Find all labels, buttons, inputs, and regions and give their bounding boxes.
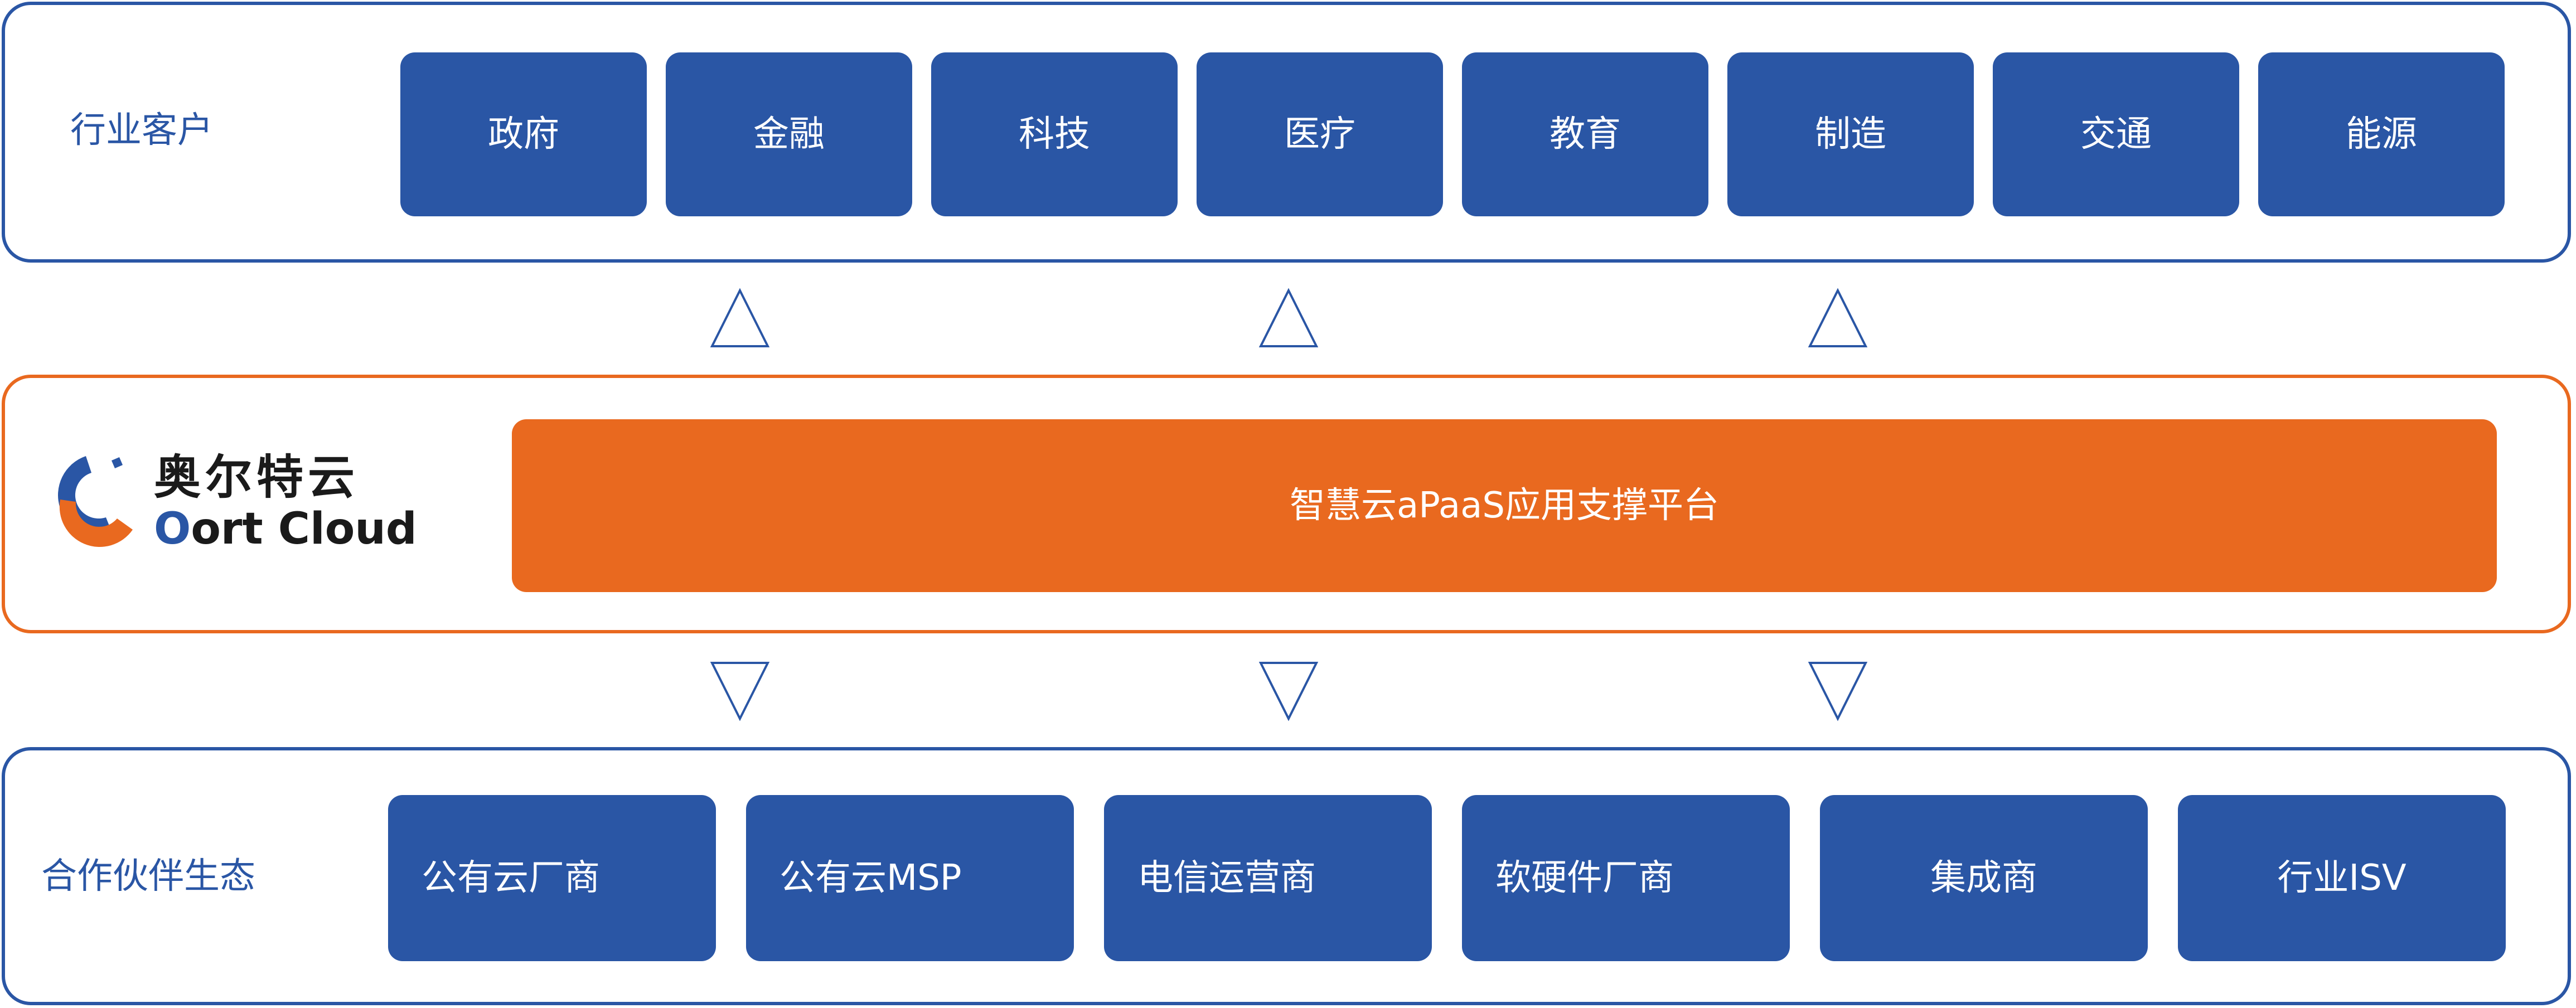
industry-tile-energy: 能源 [2258,52,2505,216]
industry-tile-government: 政府 [400,52,647,216]
industry-tile-transportation: 交通 [1993,52,2239,216]
brand-letter-o: O [154,504,191,554]
up-arrow-icon [1808,288,1868,347]
partner-tile-public-cloud-msp: 公有云MSP [746,795,1074,961]
partner-row: 公有云厂商 公有云MSP 电信运营商 软硬件厂商 集成商 行业ISV [388,795,2506,961]
industry-customers-label: 行业客户 [70,110,213,151]
brand-name-rest: ort Cloud [191,504,417,554]
up-arrow-icon [1258,288,1319,347]
platform-bar: 智慧云aPaaS应用支撑平台 [512,419,2497,592]
partner-tile-telecom-operator: 电信运营商 [1104,795,1432,961]
up-arrow-icon [710,288,770,347]
down-arrow-icon [1808,662,1868,721]
industry-tile-education: 教育 [1462,52,1708,216]
down-arrow-icon [1258,662,1319,721]
partner-ecosystem-label: 合作伙伴生态 [41,856,255,897]
brand-name-chinese: 奥尔特云 [154,450,360,505]
partner-tile-integrator: 集成商 [1820,795,2148,961]
industry-tile-healthcare: 医疗 [1197,52,1443,216]
partner-tile-hardware-software-vendor: 软硬件厂商 [1462,795,1790,961]
industry-row: 政府 金融 科技 医疗 教育 制造 交通 能源 [400,52,2505,216]
industry-tile-technology: 科技 [931,52,1178,216]
oort-cloud-logo-icon [58,456,133,547]
brand-name-english: Oort Cloud [154,507,417,551]
brand-logo: 奥尔特云 Oort Cloud [51,446,417,563]
partner-tile-public-cloud-vendor: 公有云厂商 [388,795,716,961]
industry-tile-manufacturing: 制造 [1727,52,1974,216]
industry-tile-finance: 金融 [666,52,912,216]
partner-tile-industry-isv: 行业ISV [2178,795,2506,961]
down-arrow-icon [710,662,770,721]
